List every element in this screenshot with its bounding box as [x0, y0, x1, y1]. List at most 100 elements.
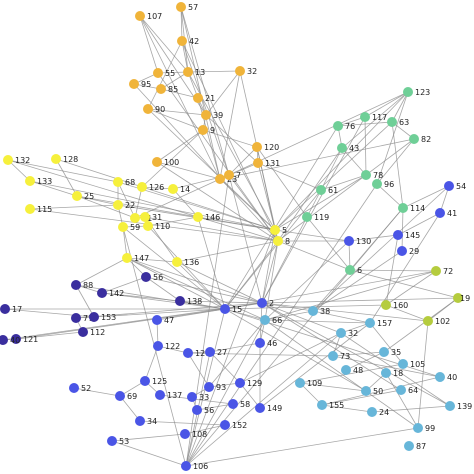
- graph-node: 77: [71, 313, 93, 323]
- graph-edge: [181, 40, 230, 176]
- node-marker: [413, 423, 423, 433]
- graph-node: 23: [215, 174, 237, 184]
- graph-edge: [208, 319, 266, 388]
- graph-node: 66: [260, 315, 282, 325]
- graph-edge: [397, 212, 441, 236]
- node-marker: [381, 368, 391, 378]
- node-label: 117: [372, 113, 387, 122]
- node-label: 73: [340, 352, 350, 361]
- graph-edge: [111, 440, 187, 467]
- node-marker: [153, 341, 163, 351]
- node-label: 2: [269, 299, 274, 308]
- node-marker: [72, 191, 82, 201]
- graph-edge: [147, 216, 199, 227]
- node-marker: [404, 441, 414, 451]
- node-label: 13: [195, 68, 205, 77]
- node-marker: [273, 236, 283, 246]
- graph-edge: [239, 70, 279, 242]
- graph-node: 40: [0, 335, 20, 345]
- node-label: 85: [168, 85, 178, 94]
- node-label: 107: [147, 12, 162, 21]
- node-label: 40: [10, 336, 20, 345]
- node-label: 27: [217, 348, 227, 357]
- graph-node: 112: [78, 327, 105, 337]
- graph-edge: [208, 382, 241, 388]
- node-marker: [295, 378, 305, 388]
- graph-node: 7: [224, 170, 241, 180]
- node-label: 33: [199, 393, 209, 402]
- graph-edge: [145, 276, 263, 304]
- graph-node: 152: [220, 420, 247, 430]
- graph-node: 78: [361, 170, 383, 180]
- graph-edge: [256, 146, 308, 218]
- node-label: 90: [155, 105, 165, 114]
- node-marker: [3, 155, 13, 165]
- node-label: 93: [216, 383, 226, 392]
- node-label: 58: [240, 400, 250, 409]
- graph-node: 61: [316, 185, 338, 195]
- node-label: 25: [84, 192, 94, 201]
- graph-node: 96: [372, 179, 394, 189]
- graph-node: 85: [156, 84, 178, 94]
- node-marker: [172, 257, 182, 267]
- node-label: 69: [127, 392, 137, 401]
- graph-node: 90: [143, 104, 165, 114]
- graph-edge: [341, 147, 367, 176]
- node-marker: [193, 212, 203, 222]
- graph-edge: [157, 345, 189, 354]
- node-marker: [156, 84, 166, 94]
- graph-node: 82: [409, 134, 431, 144]
- graph-edge: [371, 405, 451, 413]
- graph-node: 109: [295, 378, 322, 388]
- graph-edge: [376, 138, 415, 185]
- node-label: 109: [307, 379, 322, 388]
- graph-node: 123: [403, 87, 430, 97]
- node-marker: [0, 335, 8, 345]
- graph-edge: [320, 174, 367, 191]
- graph-edge: [369, 322, 404, 365]
- node-label: 155: [329, 401, 344, 410]
- graph-edge: [180, 6, 183, 42]
- graph-edge: [139, 15, 159, 74]
- graph-node: 54: [444, 181, 466, 191]
- node-label: 142: [109, 289, 124, 298]
- node-marker: [71, 280, 81, 290]
- graph-node: 160: [381, 300, 408, 310]
- node-label: 15: [232, 305, 242, 314]
- graph-node: 39: [201, 110, 223, 120]
- node-label: 48: [353, 366, 363, 375]
- node-marker: [113, 200, 123, 210]
- graph-edge: [385, 234, 399, 306]
- graph-node: 129: [235, 378, 262, 388]
- graph-edge: [119, 395, 141, 422]
- graph-edge: [176, 261, 263, 304]
- node-label: 88: [83, 281, 93, 290]
- graph-node: 32: [336, 328, 358, 338]
- node-marker: [130, 213, 140, 223]
- graph-node: 93: [204, 382, 226, 392]
- node-marker: [397, 246, 407, 256]
- graph-node: 131: [253, 158, 280, 168]
- graph-node: 136: [172, 257, 199, 267]
- graph-node: 34: [135, 416, 157, 426]
- node-marker: [183, 348, 193, 358]
- node-marker: [51, 154, 61, 164]
- graph-edge: [239, 382, 261, 409]
- node-marker: [177, 36, 187, 46]
- graph-edge: [264, 319, 419, 429]
- node-label: 5: [282, 226, 287, 235]
- node-label: 78: [373, 171, 383, 180]
- graph-edge: [345, 351, 385, 371]
- graph-edge: [348, 234, 399, 242]
- node-label: 122: [165, 342, 180, 351]
- node-marker: [78, 327, 88, 337]
- node-marker: [445, 401, 455, 411]
- node-marker: [396, 385, 406, 395]
- graph-edge: [264, 240, 279, 321]
- node-label: 120: [195, 349, 210, 358]
- graph-edge: [7, 159, 279, 242]
- graph-edge: [2, 302, 263, 341]
- graph-node: 24: [367, 407, 389, 417]
- graph-edge: [55, 158, 276, 231]
- node-marker: [224, 170, 234, 180]
